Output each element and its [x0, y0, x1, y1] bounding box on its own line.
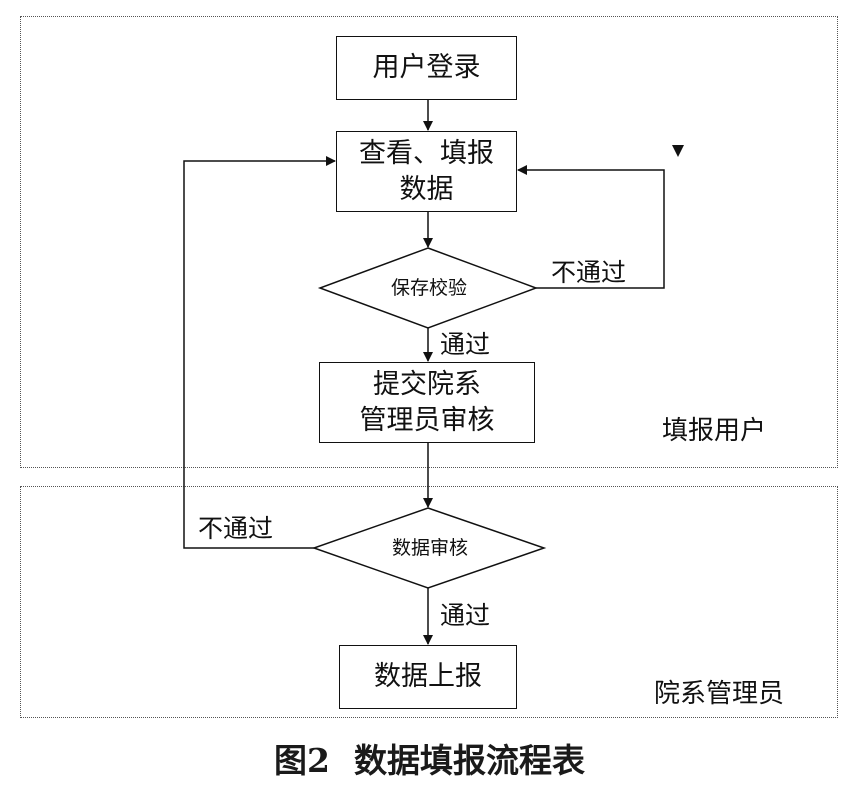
caption-title: 数据填报流程表 — [353, 741, 585, 780]
edge-label-check-pass: 通过 — [440, 330, 491, 359]
caption-number: 图2 — [274, 741, 330, 780]
edge-label-audit-pass: 通过 — [440, 601, 491, 630]
node-check-label: 保存校验 — [390, 277, 467, 299]
edge-label-audit-fail: 不通过 — [198, 514, 274, 543]
node-audit-label: 数据审核 — [391, 537, 468, 559]
edge-label-check-fail: 不通过 — [551, 258, 627, 287]
lane-label-admin: 院系管理员 — [654, 679, 785, 709]
stray-arrowhead — [672, 145, 684, 157]
node-login-line: 用户登录 — [372, 52, 481, 83]
edge-check-fail-loop — [517, 165, 665, 289]
swimlane-user — [20, 16, 838, 468]
node-view-line-2: 数据 — [399, 173, 454, 205]
figure-caption: 图2 数据填报流程表 — [0, 734, 859, 782]
node-submit-line-1: 提交院系 — [373, 368, 481, 400]
node-report: 数据上报 — [339, 645, 517, 709]
node-report-line: 数据上报 — [374, 661, 482, 692]
node-login: 用户登录 — [336, 36, 517, 100]
edge-audit-fail-loop — [183, 156, 336, 549]
node-submit-line-2: 管理员审核 — [359, 404, 495, 436]
lane-label-user: 填报用户 — [662, 416, 767, 446]
node-view-fill: 查看、填报 数据 — [336, 131, 517, 212]
node-view-line-1: 查看、填报 — [359, 137, 494, 169]
swimlane-admin — [20, 486, 838, 718]
node-submit: 提交院系 管理员审核 — [319, 362, 535, 443]
